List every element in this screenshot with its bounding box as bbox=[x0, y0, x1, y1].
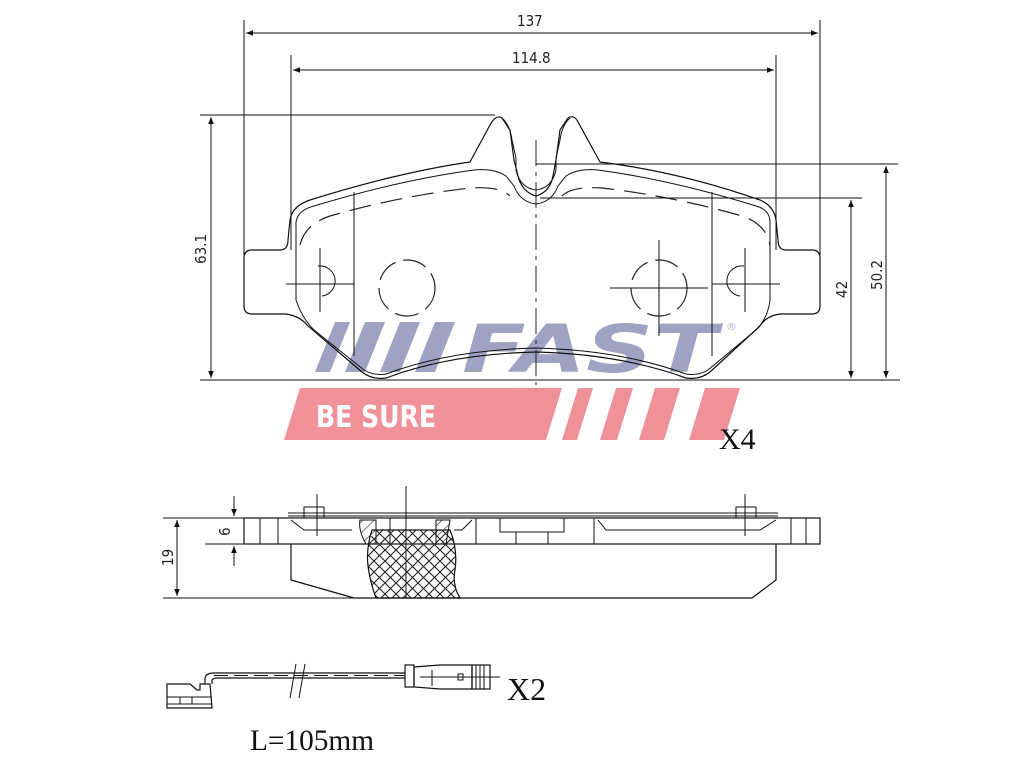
dim-side-total-thickness: 19 bbox=[159, 549, 177, 566]
sensor-clip bbox=[166, 683, 213, 709]
side-friction bbox=[290, 544, 777, 599]
dim-overall-width: 137 bbox=[517, 12, 543, 30]
side-dimensions: 19 6 bbox=[159, 496, 354, 599]
dim-backplate-thickness: 6 bbox=[216, 527, 234, 536]
section-cutaway bbox=[366, 529, 462, 599]
reference-circle-left bbox=[378, 259, 436, 317]
pad-quantity: X4 bbox=[719, 423, 756, 456]
friction-outline bbox=[295, 169, 771, 375]
sensor-length: L=105mm bbox=[250, 724, 374, 757]
side-backplate bbox=[243, 517, 821, 545]
dim-inner-width: 114.8 bbox=[512, 49, 551, 67]
hole-left bbox=[286, 248, 354, 312]
fast-logo-slashes bbox=[315, 322, 455, 372]
dim-right-height-inner: 42 bbox=[833, 281, 851, 298]
wear-line bbox=[299, 187, 771, 246]
fast-logo: FAST ® BE SURE bbox=[284, 311, 740, 440]
wear-sensor bbox=[166, 663, 500, 709]
front-dimensions: 137 114.8 63.1 50.2 42 bbox=[192, 12, 900, 381]
hole-right bbox=[712, 248, 780, 312]
registered-mark: ® bbox=[726, 320, 737, 333]
dim-right-height-outer: 50.2 bbox=[868, 260, 886, 290]
be-sure-text: BE SURE bbox=[316, 400, 436, 435]
sensor-quantity: X2 bbox=[507, 671, 546, 707]
be-sure-banner bbox=[284, 388, 740, 440]
pad-side-view bbox=[243, 486, 821, 599]
dim-overall-height: 63.1 bbox=[192, 234, 210, 264]
